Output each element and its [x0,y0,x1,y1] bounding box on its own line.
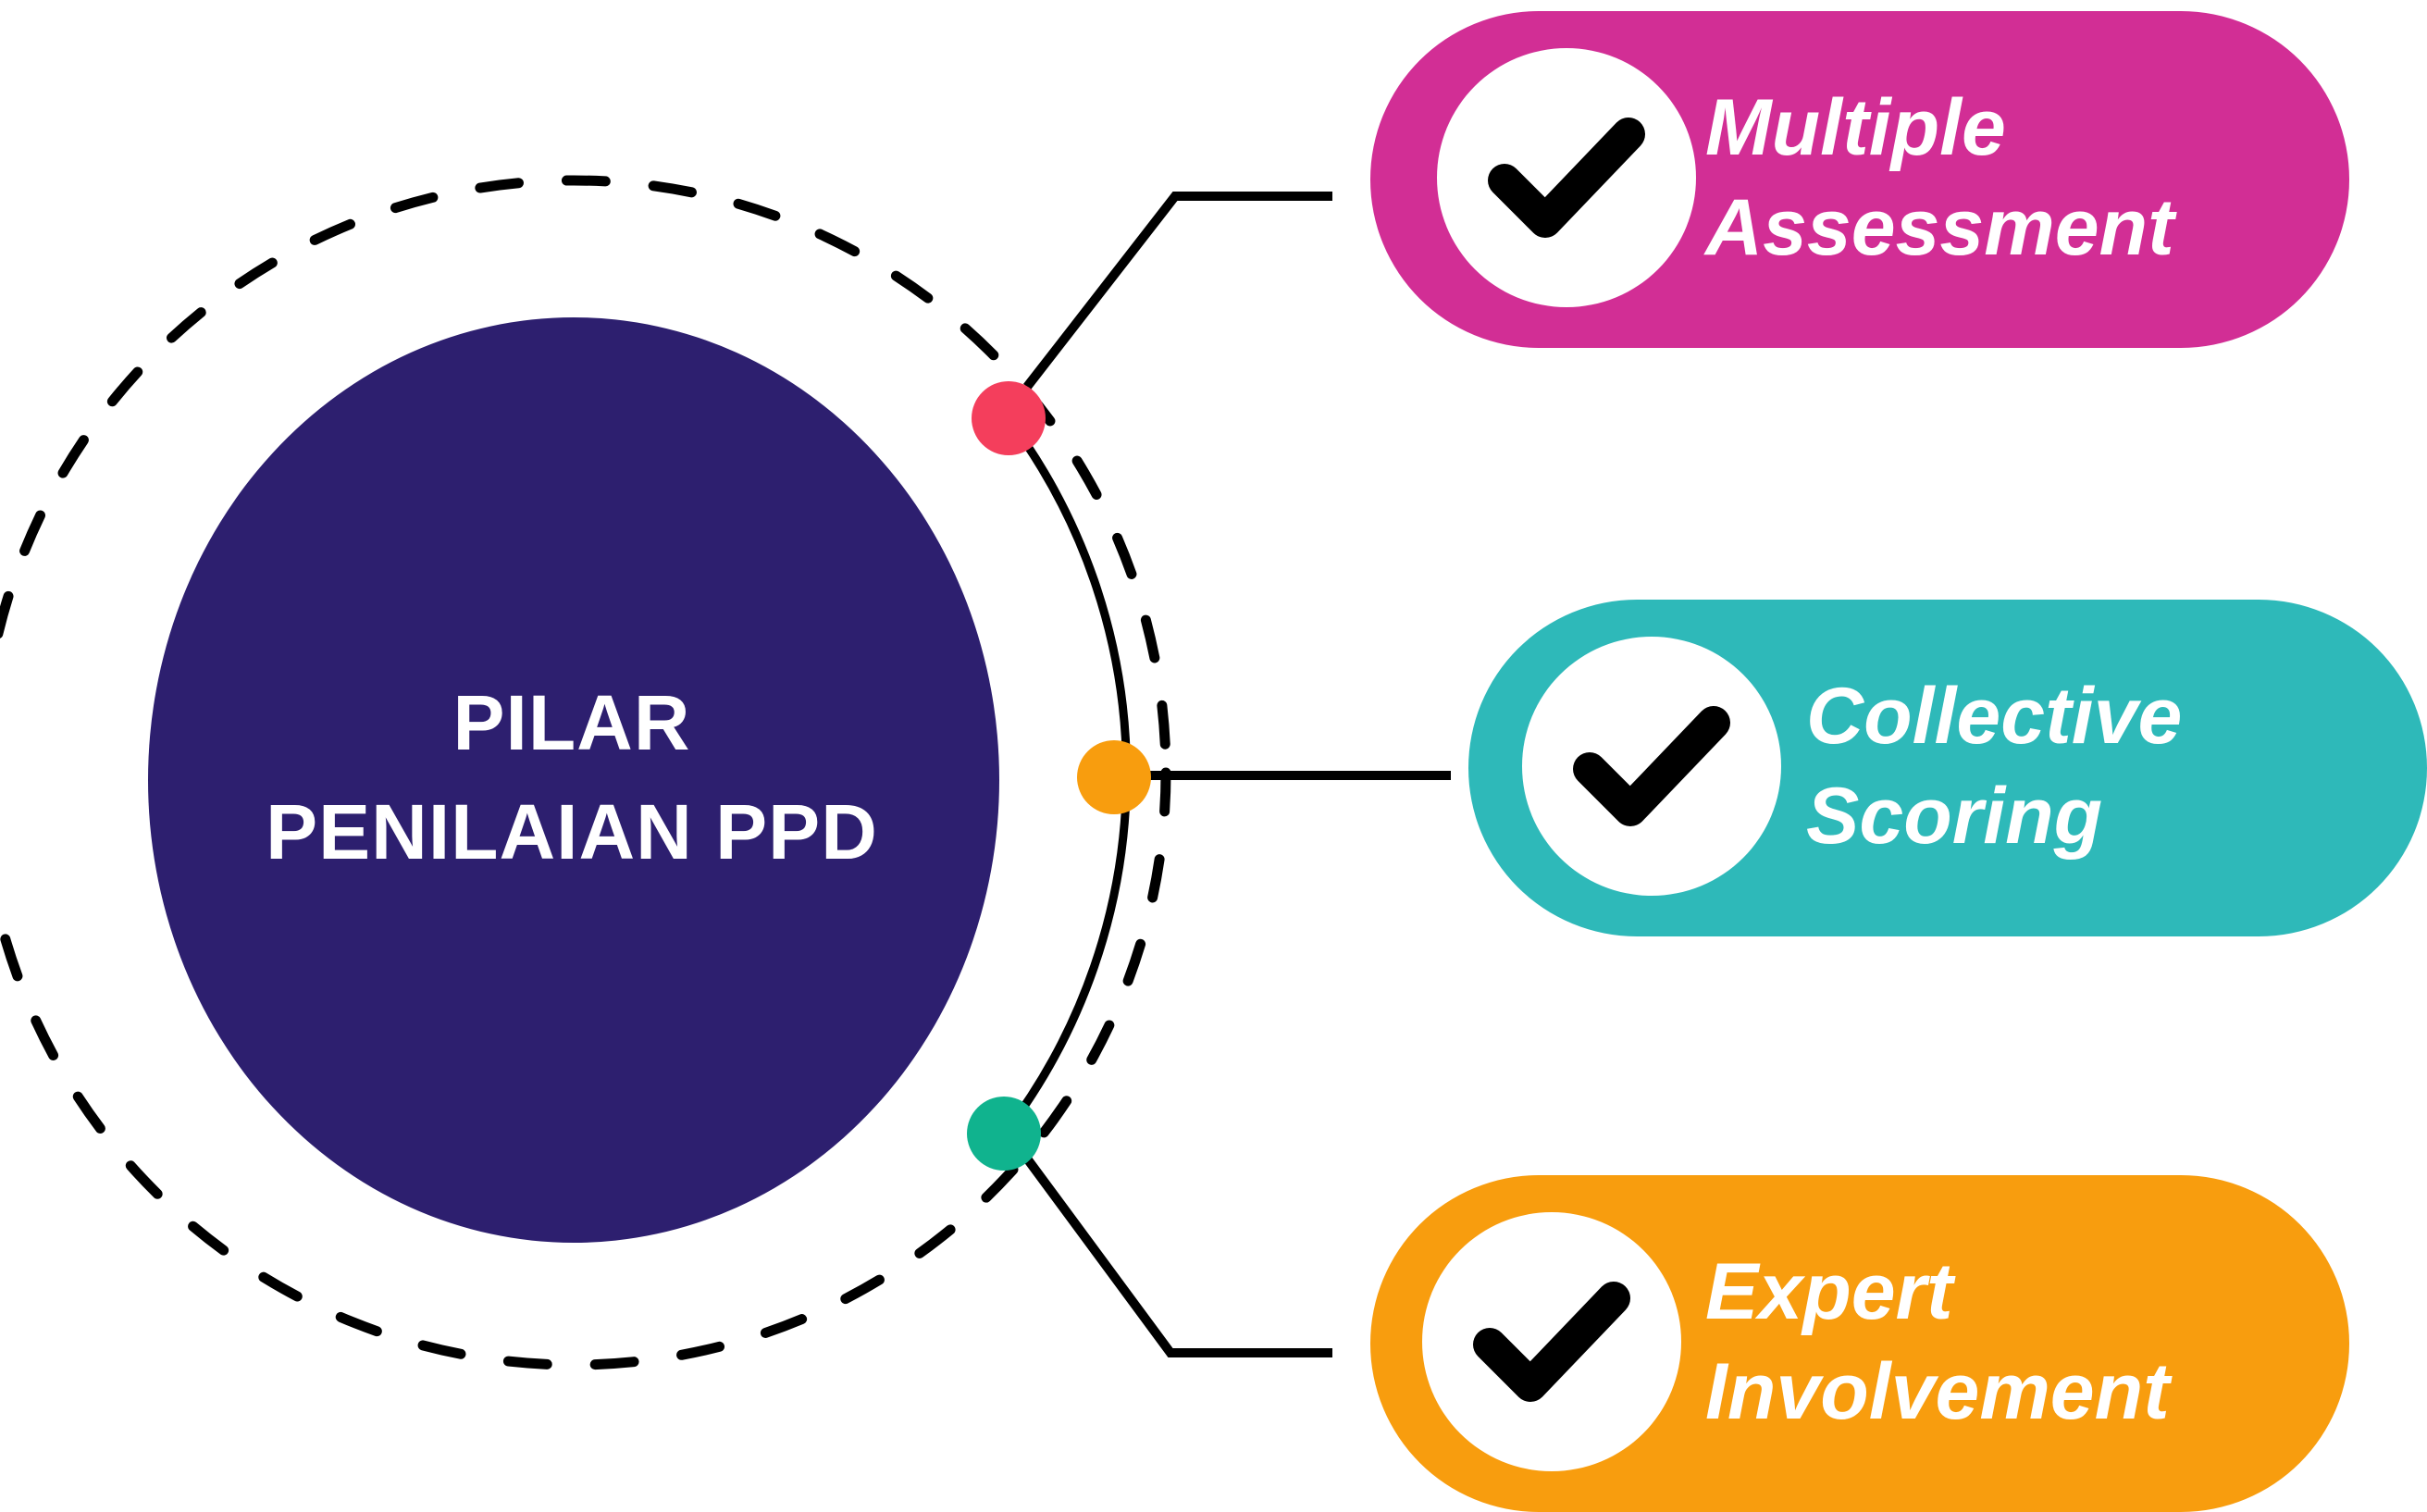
pillar-multiple-assessment: Multiple Assessment [1370,11,2349,348]
connector-line-3 [1022,1156,1332,1357]
check-icon [1422,1212,1681,1471]
check-icon [1437,48,1696,307]
connector-dot-1 [972,381,1046,455]
pillar-label: Collective Scoring [1806,666,2182,866]
pillar-label: Expert Involvement [1705,1242,2170,1442]
pillar-label: Multiple Assessment [1705,78,2174,278]
connector-line-1 [1023,192,1332,390]
pillar-expert-involvement: Expert Involvement [1370,1175,2349,1512]
pillar-label-line-2: Involvement [1705,1347,2170,1436]
check-icon [1522,637,1781,896]
pillar-label-line-2: Scoring [1806,772,2103,861]
center-circle [148,317,999,1243]
pillar-collective-scoring: Collective Scoring [1468,600,2427,936]
connector-dot-2 [1077,740,1151,814]
pillar-label-line-2: Assessment [1705,183,2174,272]
pillar-label-line-1: Multiple [1705,83,2006,172]
connector-dot-3 [967,1097,1041,1171]
pillar-label-line-1: Collective [1806,672,2183,761]
pillar-label-line-1: Expert [1705,1247,1953,1336]
